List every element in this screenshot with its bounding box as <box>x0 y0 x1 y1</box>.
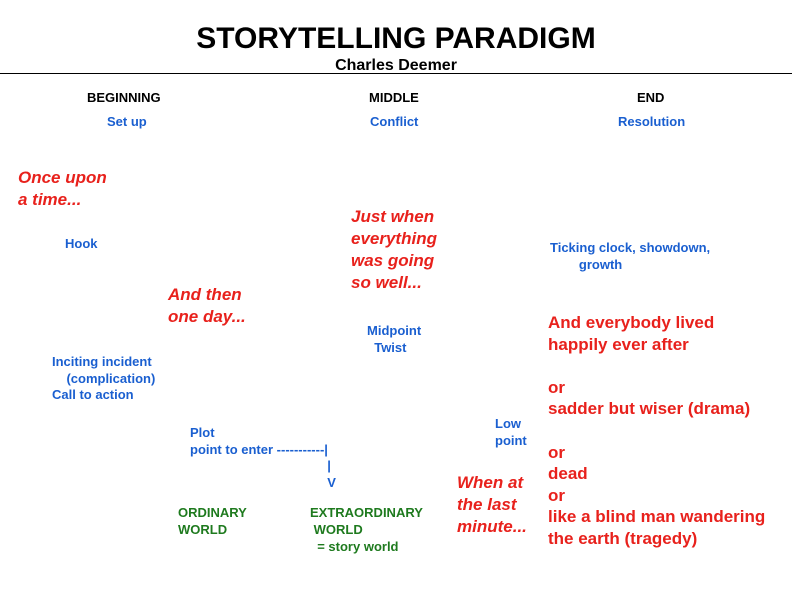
phrase-when-at-the-last-minute: When at the last minute... <box>457 473 527 536</box>
column-sub-conflict: Conflict <box>370 114 419 129</box>
title-divider <box>0 73 792 74</box>
phrase-just-when: Just when everything was going so well..… <box>351 207 437 292</box>
phrase-and-then-one-day: And then one day... <box>168 285 246 326</box>
column-header-end: END <box>637 90 665 105</box>
beat-low-point: Low point <box>495 416 527 448</box>
column-sub-setup: Set up <box>107 114 147 129</box>
world-extraordinary: EXTRAORDINARY WORLD = story world <box>310 505 423 554</box>
page-title: STORYTELLING PARADIGM <box>196 22 596 55</box>
beat-inciting-incident: Inciting incident (complication) Call to… <box>52 354 156 402</box>
beat-hook: Hook <box>65 236 98 251</box>
beat-ticking-clock: Ticking clock, showdown, growth <box>550 240 711 272</box>
phrase-endings: And everybody lived happily ever after o… <box>548 313 766 548</box>
beat-plot-point: Plot point to enter -----------| | V <box>190 425 336 490</box>
column-header-beginning: BEGINNING <box>87 90 161 105</box>
column-sub-resolution: Resolution <box>618 114 686 129</box>
phrase-once-upon-a-time: Once upon a time... <box>18 168 107 209</box>
author-name: Charles Deemer <box>335 57 457 74</box>
column-header-middle: MIDDLE <box>369 90 419 105</box>
world-ordinary: ORDINARY WORLD <box>178 505 247 537</box>
beat-midpoint-twist: Midpoint Twist <box>367 323 422 355</box>
